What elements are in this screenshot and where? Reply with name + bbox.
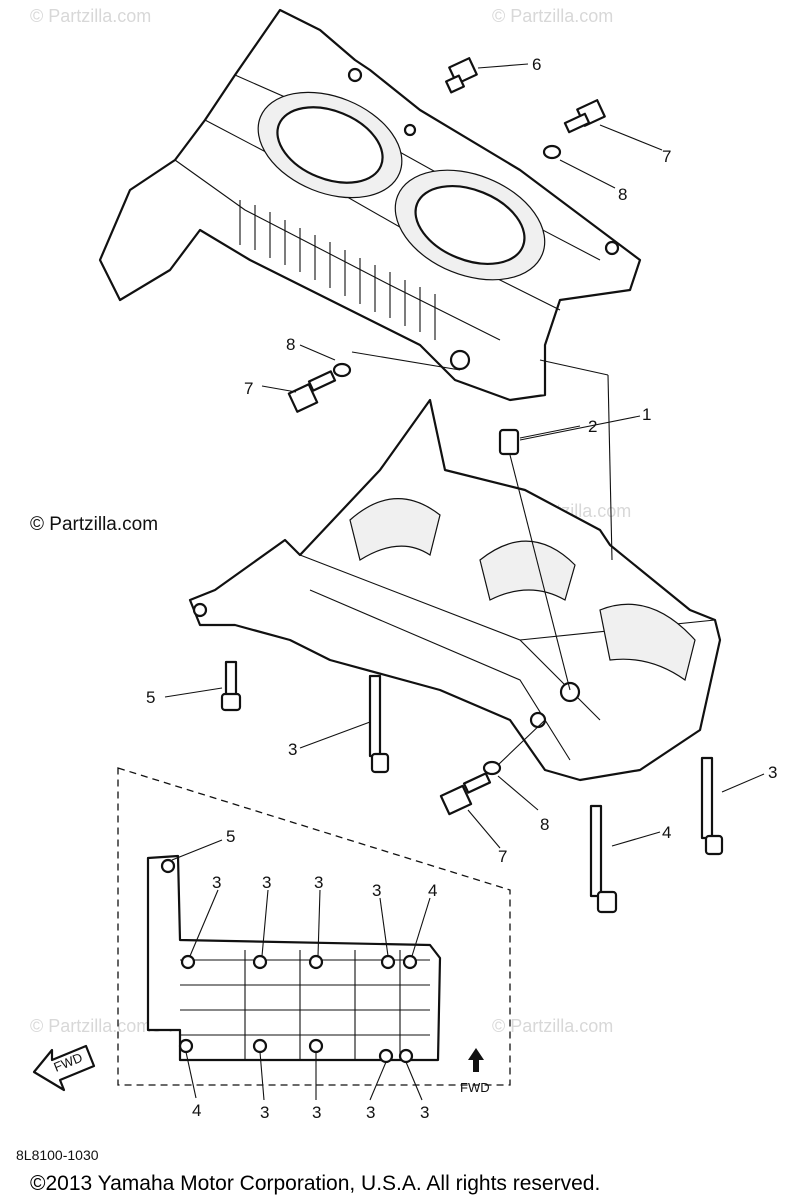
bolt-pattern-inset: [117, 767, 511, 1101]
callout-7-lower: 7: [498, 847, 507, 866]
callout-4: 4: [662, 823, 671, 842]
callout-8-upper: 8: [618, 185, 627, 204]
bolt-part-7-upper: [563, 99, 606, 134]
inset-callout-5: 5: [226, 827, 235, 846]
callout-8-middle: 8: [286, 335, 295, 354]
washer-part-8-middle: [332, 362, 352, 378]
inset-callout-4-top: 4: [428, 881, 437, 900]
inset-callout-3-a: 3: [212, 873, 221, 892]
fwd-label: FWD: [460, 1080, 490, 1095]
washer-part-8-lower: [482, 760, 502, 776]
watermark-center: © Partzilla.com: [30, 514, 158, 535]
lower-saddle-1: [349, 498, 441, 561]
inset-border: [117, 767, 511, 1086]
inset-callout-3-f: 3: [312, 1103, 321, 1122]
fwd-arrow-icon: FWD: [32, 1044, 96, 1092]
callout-5: 5: [146, 688, 155, 707]
inset-callout-3-g: 3: [366, 1103, 375, 1122]
inset-callout-3-h: 3: [420, 1103, 429, 1122]
callout-8-lower: 8: [540, 815, 549, 834]
inset-callout-4-bottom: 4: [192, 1101, 201, 1120]
callout-7-upper: 7: [662, 147, 671, 166]
watermark-top-right: © Partzilla.com: [492, 6, 613, 26]
callout-3-right: 3: [768, 763, 777, 782]
inset-callout-3-e: 3: [260, 1103, 269, 1122]
plug-part-6: [445, 57, 478, 94]
dowel-part-2: [498, 428, 520, 456]
bolt-part-7-middle: [287, 370, 337, 413]
bolt-part-5: [220, 660, 242, 712]
diagram-code: 8L8100-1030: [16, 1147, 99, 1163]
lower-crankcase: [188, 398, 722, 782]
leader-lines: [164, 63, 765, 849]
callout-6: 6: [532, 55, 541, 74]
fwd-up-arrow-icon: [468, 1048, 484, 1072]
inset-callout-3-c: 3: [314, 873, 323, 892]
bolt-part-3-right: [700, 756, 724, 856]
inset-callout-3-b: 3: [262, 873, 271, 892]
bolt-part-7-lower: [439, 772, 492, 816]
lower-saddle-3: [599, 603, 696, 682]
watermark-top-left: © Partzilla.com: [30, 6, 151, 26]
lower-saddle-2: [479, 540, 576, 601]
inset-callout-3-d: 3: [372, 881, 381, 900]
watermark-lower-left: © Partzilla.com: [30, 1016, 151, 1036]
callout-3-left: 3: [288, 740, 297, 759]
callout-1: 1: [642, 405, 651, 424]
upper-crankcase: [98, 8, 642, 402]
inset-bolt-5: [160, 858, 176, 874]
copyright-line: ©2013 Yamaha Motor Corporation, U.S.A. A…: [30, 1172, 600, 1195]
watermark-lower-right: © Partzilla.com: [492, 1016, 613, 1036]
callout-2: 2: [588, 417, 597, 436]
bolt-part-3-left: [368, 674, 390, 774]
callout-7-middle: 7: [244, 379, 253, 398]
bolt-part-4: [589, 804, 618, 914]
washer-part-8-upper: [542, 144, 562, 160]
